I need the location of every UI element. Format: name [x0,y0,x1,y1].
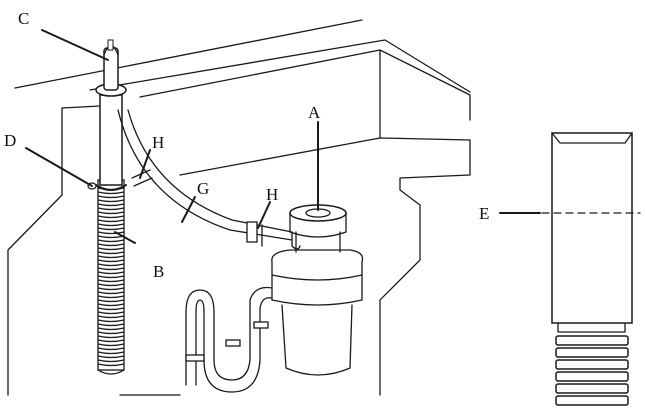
hose-rib [97,359,125,363]
hose-rib [97,319,125,323]
hose-rib [97,267,125,271]
label-d: D [4,131,16,150]
hose-end-rib [555,335,629,346]
hose-rib [97,327,125,331]
hose-rib [97,219,125,223]
hose-rib [97,211,125,215]
hose-rib [97,271,125,275]
corrugated-drain-hose [97,179,125,375]
hose-rib [97,195,125,199]
hose-rib [97,287,125,291]
hose-rib [97,311,125,315]
hose-rib [97,295,125,299]
hose-rib [97,239,125,243]
label-h-lower: H [266,185,278,204]
hose-rib [97,263,125,267]
hose-rib [97,251,125,255]
label-b: B [153,262,164,281]
hose-rib [97,275,125,279]
hose-rib [97,207,125,211]
hose-rib [97,355,125,359]
hose-rib [97,191,125,195]
hose-rib [97,223,125,227]
hose-rib [97,247,125,251]
label-e: E [479,204,489,223]
label-h-upper: H [152,133,164,152]
hose-rib [97,343,125,347]
hose-rib [97,347,125,351]
part-labels: C D H B G H A E [4,9,489,281]
hose-rib [97,323,125,327]
hose-rib [97,351,125,355]
hose-rib [97,231,125,235]
hose-end-rib [555,395,629,406]
hose-end-ribs [555,335,629,406]
hose-rib [97,255,125,259]
sink-trap [185,204,364,393]
hose-rib [97,339,125,343]
leader-lines [25,29,541,244]
hose-rib [97,243,125,247]
hose-rib [97,291,125,295]
standpipe [95,39,127,186]
hose-end-detail [529,132,641,406]
hose-rib [97,363,125,367]
hose-rib [97,299,125,303]
hose-rib [97,227,125,231]
hose-rib [97,283,125,287]
hose-rib [97,199,125,203]
label-g: G [197,179,209,198]
hose-rib [97,279,125,283]
hose-rib [97,259,125,263]
label-c: C [18,9,29,28]
hose-rib [97,331,125,335]
hose-rib [97,215,125,219]
hose-end-rib [555,347,629,358]
hose-end-rib [555,371,629,382]
hose-rib [97,315,125,319]
cabinet-outline [7,19,471,396]
hose-end-rib [555,359,629,370]
drain-hose-g [117,109,293,247]
hose-rib [97,335,125,339]
hose-rib [97,307,125,311]
label-a: A [308,103,321,122]
hose-end-rib [555,383,629,394]
hose-rib [97,203,125,207]
hose-rib [97,303,125,307]
